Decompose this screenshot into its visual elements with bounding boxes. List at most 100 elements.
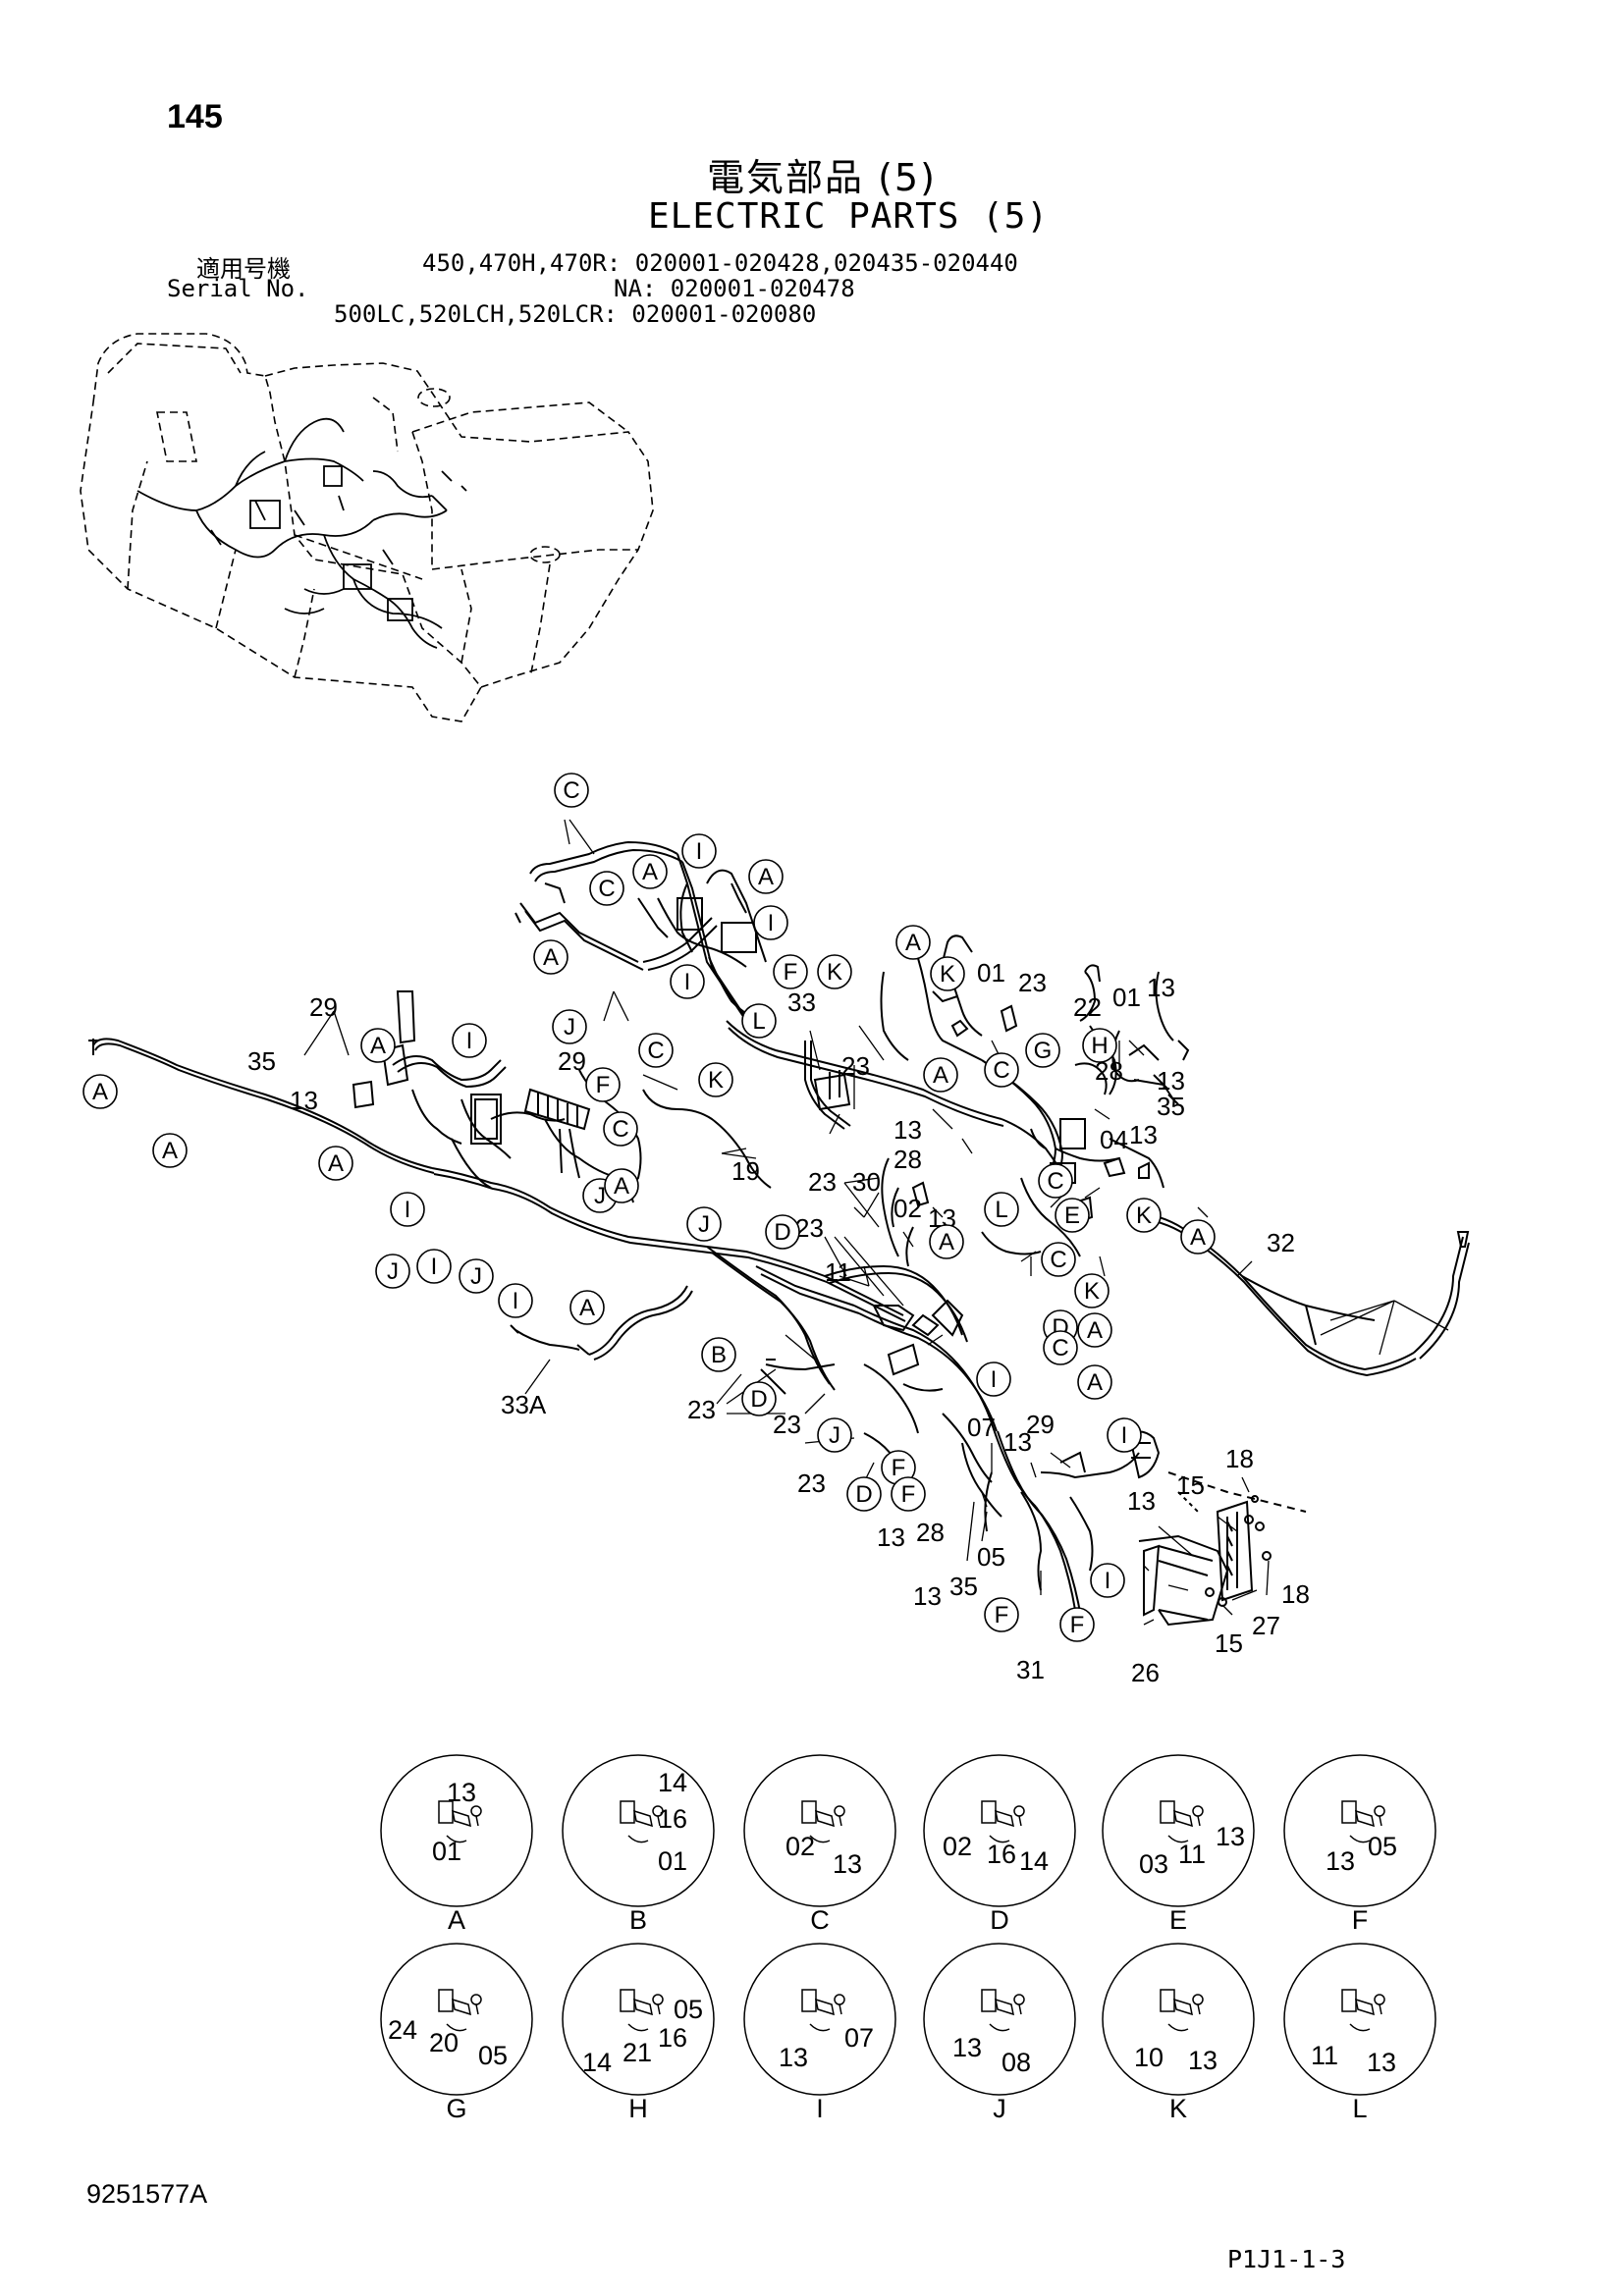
callout-13: 13 [913, 1581, 942, 1611]
detail-part-14: 14 [658, 1768, 687, 1797]
letter-marker-f: F [773, 954, 808, 989]
callout-13: 13 [1003, 1427, 1032, 1457]
letter-marker-j: J [459, 1258, 494, 1294]
callout-18: 18 [1225, 1444, 1254, 1473]
serial-line-2: NA: 020001-020478 [614, 275, 855, 302]
detail-letter-c: C [810, 1905, 830, 1935]
letter-marker-c: C [1038, 1163, 1073, 1199]
svg-text:I: I [1121, 1422, 1128, 1449]
svg-text:I: I [991, 1366, 998, 1393]
detail-part-13: 13 [779, 2043, 808, 2072]
svg-text:K: K [1136, 1202, 1152, 1229]
detail-letter-d: D [990, 1905, 1009, 1935]
detail-letter-g: G [446, 2094, 466, 2123]
svg-text:G: G [1034, 1038, 1053, 1064]
detail-part-01: 01 [432, 1837, 461, 1866]
callout-18: 18 [1281, 1579, 1310, 1609]
svg-text:J: J [829, 1422, 840, 1449]
svg-text:A: A [939, 1229, 954, 1255]
callout-23: 23 [773, 1410, 801, 1439]
letter-marker-g: G [1025, 1033, 1060, 1068]
serial-line-3: 500LC,520LCH,520LCR: 020001-020080 [334, 300, 817, 328]
serial-label-english: Serial No. [167, 275, 309, 302]
svg-text:A: A [905, 930, 921, 956]
svg-text:J: J [387, 1258, 399, 1285]
svg-text:A: A [933, 1062, 948, 1089]
drawing-number: 9251577A [86, 2179, 208, 2209]
letter-marker-j: J [375, 1254, 410, 1289]
letter-marker-d: D [765, 1214, 800, 1250]
svg-text:B: B [711, 1342, 727, 1368]
svg-text:F: F [901, 1481, 916, 1508]
svg-text:I: I [684, 969, 691, 995]
callout-13: 13 [1127, 1486, 1156, 1516]
detail-letter-a: A [448, 1905, 465, 1935]
detail-part-01: 01 [658, 1846, 687, 1876]
callout-33: 33 [787, 988, 816, 1017]
detail-part-13: 13 [1216, 1822, 1245, 1851]
letter-marker-a: A [895, 925, 931, 960]
letter-marker-j: J [817, 1417, 852, 1453]
letter-marker-a: A [632, 854, 668, 889]
svg-text:A: A [162, 1138, 178, 1164]
svg-text:I: I [431, 1254, 438, 1280]
letter-marker-j: J [686, 1206, 722, 1242]
letter-marker-c: C [984, 1052, 1019, 1088]
letter-marker-f: F [585, 1067, 621, 1102]
serial-label-japanese: 適用号機 [196, 255, 291, 283]
detail-letter-e: E [1169, 1905, 1187, 1935]
letter-marker-c: C [603, 1111, 638, 1147]
detail-part-07: 07 [844, 2023, 874, 2053]
callout-26: 26 [1131, 1658, 1160, 1687]
callout-23: 23 [808, 1167, 837, 1197]
callout-13: 13 [877, 1522, 905, 1552]
letter-marker-a: A [1077, 1312, 1112, 1348]
detail-part-13: 13 [1367, 2048, 1396, 2077]
letter-marker-b: B [701, 1337, 736, 1372]
callout-01: 01 [977, 958, 1005, 988]
svg-text:J: J [470, 1263, 482, 1290]
svg-text:A: A [642, 859, 658, 885]
callout-13: 13 [290, 1086, 318, 1115]
callout-13: 13 [1129, 1120, 1158, 1149]
svg-text:F: F [1070, 1612, 1085, 1638]
letter-marker-f: F [891, 1476, 926, 1512]
detail-part-08: 08 [1001, 2048, 1031, 2077]
letter-marker-e: E [1055, 1198, 1090, 1233]
callout-28: 28 [916, 1518, 945, 1547]
svg-text:F: F [892, 1455, 906, 1481]
detail-part-11: 11 [1178, 1840, 1206, 1869]
detail-part-05: 05 [674, 1995, 703, 2024]
svg-text:I: I [768, 910, 775, 936]
detail-part-02: 02 [943, 1832, 972, 1861]
callout-23: 23 [841, 1051, 870, 1081]
page-number: 145 [167, 98, 223, 135]
letter-marker-a: A [569, 1290, 605, 1325]
callout-13: 13 [893, 1115, 922, 1145]
svg-text:C: C [598, 876, 615, 902]
letter-marker-k: K [817, 954, 852, 989]
detail-part-13: 13 [833, 1849, 862, 1879]
svg-text:F: F [995, 1602, 1009, 1629]
detail-letter-f: F [1352, 1905, 1369, 1935]
svg-text:J: J [564, 1014, 575, 1041]
callout-01: 01 [1112, 983, 1141, 1012]
detail-part-20: 20 [429, 2028, 459, 2057]
letter-marker-d: D [846, 1476, 882, 1512]
letter-marker-i: I [670, 964, 705, 999]
callout-29: 29 [1026, 1410, 1055, 1439]
callout-07: 07 [967, 1413, 996, 1442]
svg-text:K: K [708, 1067, 724, 1094]
svg-text:D: D [774, 1219, 790, 1246]
callout-31: 31 [1016, 1655, 1045, 1684]
svg-text:A: A [1087, 1317, 1103, 1344]
letter-marker-a: A [604, 1168, 639, 1203]
detail-part-16: 16 [987, 1840, 1016, 1869]
svg-text:C: C [612, 1116, 628, 1143]
callout-23: 23 [795, 1213, 824, 1243]
svg-text:A: A [543, 944, 559, 971]
svg-text:A: A [328, 1150, 344, 1177]
